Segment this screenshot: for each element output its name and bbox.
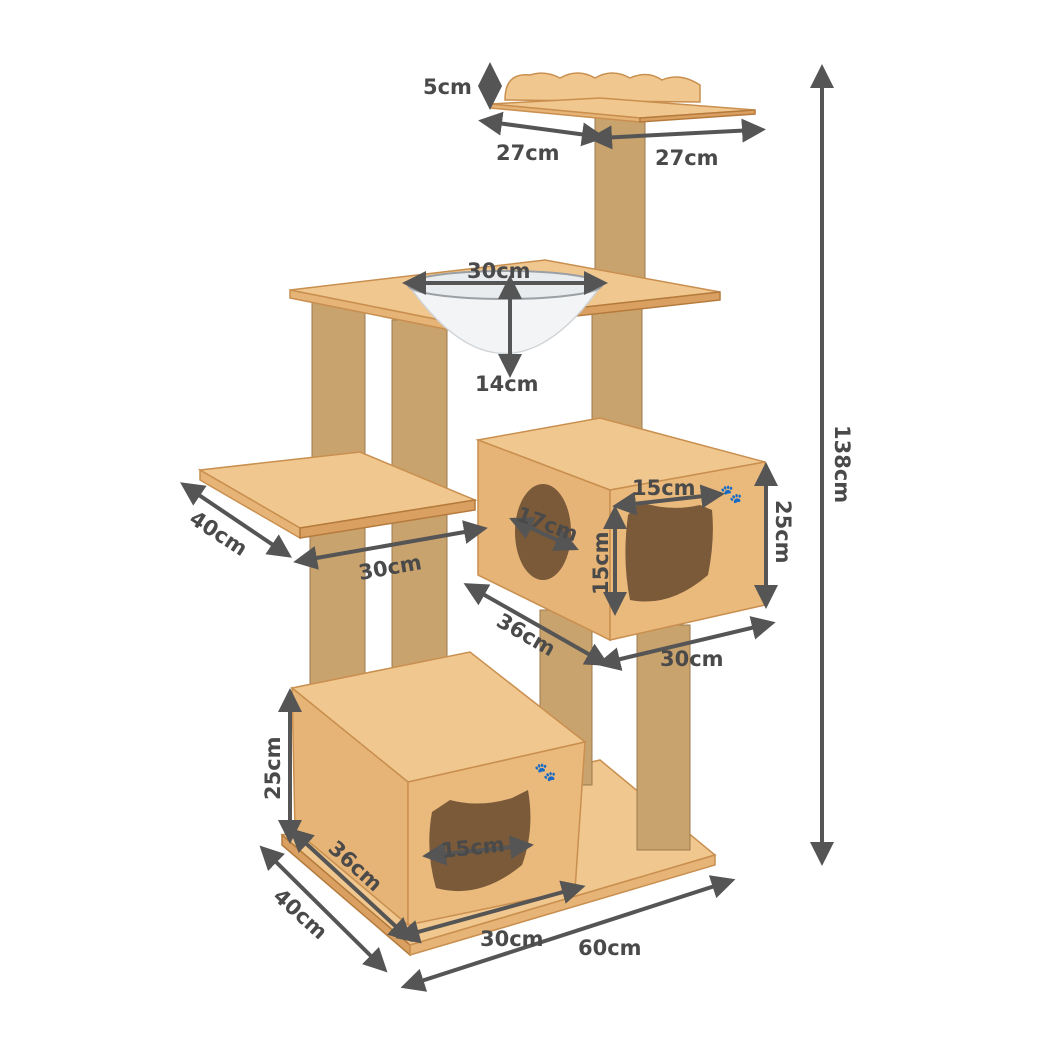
paw-icon: 🐾 <box>720 484 742 504</box>
label-lower-box-width: 30cm <box>480 927 544 951</box>
upper-box: 🐾 <box>475 417 766 642</box>
label-upper-front-hole-width: 15cm <box>632 476 696 500</box>
label-top-perch-height: 5cm <box>423 75 472 99</box>
post <box>311 297 366 467</box>
label-top-perch-depth: 27cm <box>496 141 560 165</box>
label-top-perch-width: 27cm <box>655 146 719 170</box>
label-upper-box-height: 25cm <box>771 500 795 564</box>
top-perch <box>489 72 756 123</box>
label-lower-box-height: 25cm <box>261 736 285 800</box>
label-side-platform-depth: 40cm <box>185 506 251 561</box>
label-base-depth: 40cm <box>269 884 332 944</box>
label-bowl-depth: 14cm <box>475 372 539 396</box>
dimension-lines <box>180 62 834 992</box>
label-upper-box-width: 30cm <box>660 647 724 671</box>
label-bowl-diameter: 30cm <box>467 259 531 283</box>
paw-icon: 🐾 <box>534 762 556 782</box>
label-total-height: 138cm <box>830 425 854 503</box>
label-upper-front-hole-height: 15cm <box>589 531 613 595</box>
label-base-width: 60cm <box>578 936 642 960</box>
